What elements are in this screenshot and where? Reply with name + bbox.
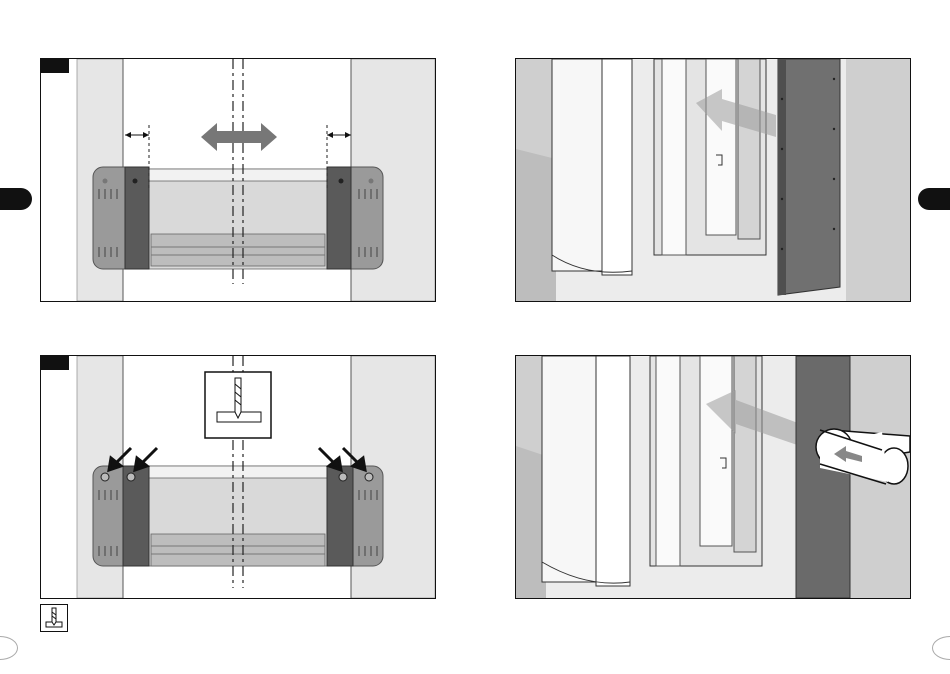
step-1-panel bbox=[40, 58, 436, 302]
step-2-illustration bbox=[516, 59, 910, 301]
right-page-corner bbox=[932, 636, 950, 660]
step-3-illustration bbox=[41, 356, 435, 598]
left-page-tab bbox=[0, 188, 32, 210]
step-4-panel bbox=[515, 355, 911, 599]
left-page-corner bbox=[0, 636, 18, 660]
drill-bit-icon bbox=[40, 604, 68, 632]
step-4-illustration bbox=[516, 356, 910, 598]
step-1-illustration bbox=[41, 59, 435, 301]
step-3-panel bbox=[40, 355, 436, 599]
right-page-tab bbox=[918, 188, 950, 210]
step-2-panel bbox=[515, 58, 911, 302]
